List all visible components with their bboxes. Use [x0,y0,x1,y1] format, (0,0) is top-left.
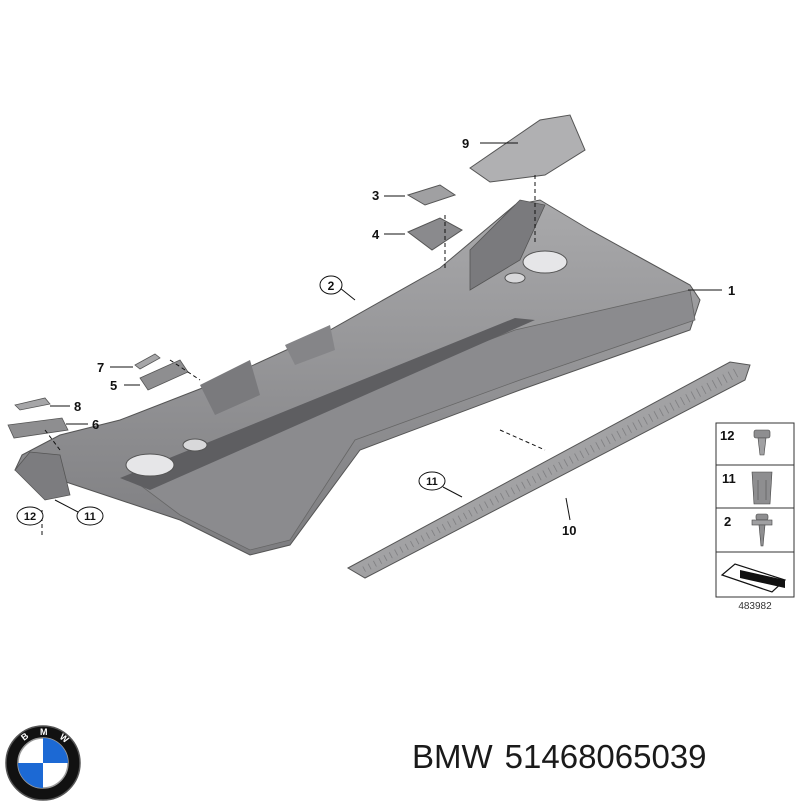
part-number: 51468065039 [504,738,707,775]
svg-text:M: M [40,727,48,737]
circled-label-2: 2 [328,279,335,293]
fastener-legend: 12 11 2 483982 [715,422,795,612]
part-9-cover [469,114,586,183]
part-label-4: 4 [372,227,380,242]
clip-11-icon [751,471,773,505]
legend-label-11: 11 [722,471,736,486]
parcel-shelf [14,199,701,556]
part-4-bracket [407,217,463,251]
panel-section-icon [720,563,787,593]
part-10-grille [346,361,751,579]
part-label-10: 10 [562,523,576,538]
part-label-7: 7 [97,360,104,375]
clip-2-icon [751,513,773,547]
part-label-6: 6 [92,417,99,432]
leader-lines [41,142,722,535]
bmw-logo: B M W [5,725,81,801]
svg-text:B: B [19,730,31,742]
legend-label-12: 12 [720,428,734,443]
part-6-clip [7,417,69,439]
part-label-3: 3 [372,188,379,203]
part-label-1: 1 [728,283,735,298]
legend-label-2: 2 [724,514,731,529]
circled-labels: 2 11 11 12 [16,275,446,526]
circled-label-11: 11 [84,511,96,523]
clip-12-icon [753,429,771,456]
part-3-cap [406,184,457,206]
part-label-5: 5 [110,378,117,393]
circled-label-11-grille: 11 [426,476,438,488]
circled-label-12: 12 [24,511,36,523]
part-8-clip [14,397,51,411]
brand-name: BMW [412,738,493,775]
footer-caption: BMW 51468065039 [412,738,707,776]
catalog-number: 483982 [738,601,772,612]
part-label-8: 8 [74,399,81,414]
part-7-clip [134,353,161,370]
part-labels: 1 3 4 5 6 7 8 9 10 [74,136,735,538]
part-label-9: 9 [462,136,469,151]
